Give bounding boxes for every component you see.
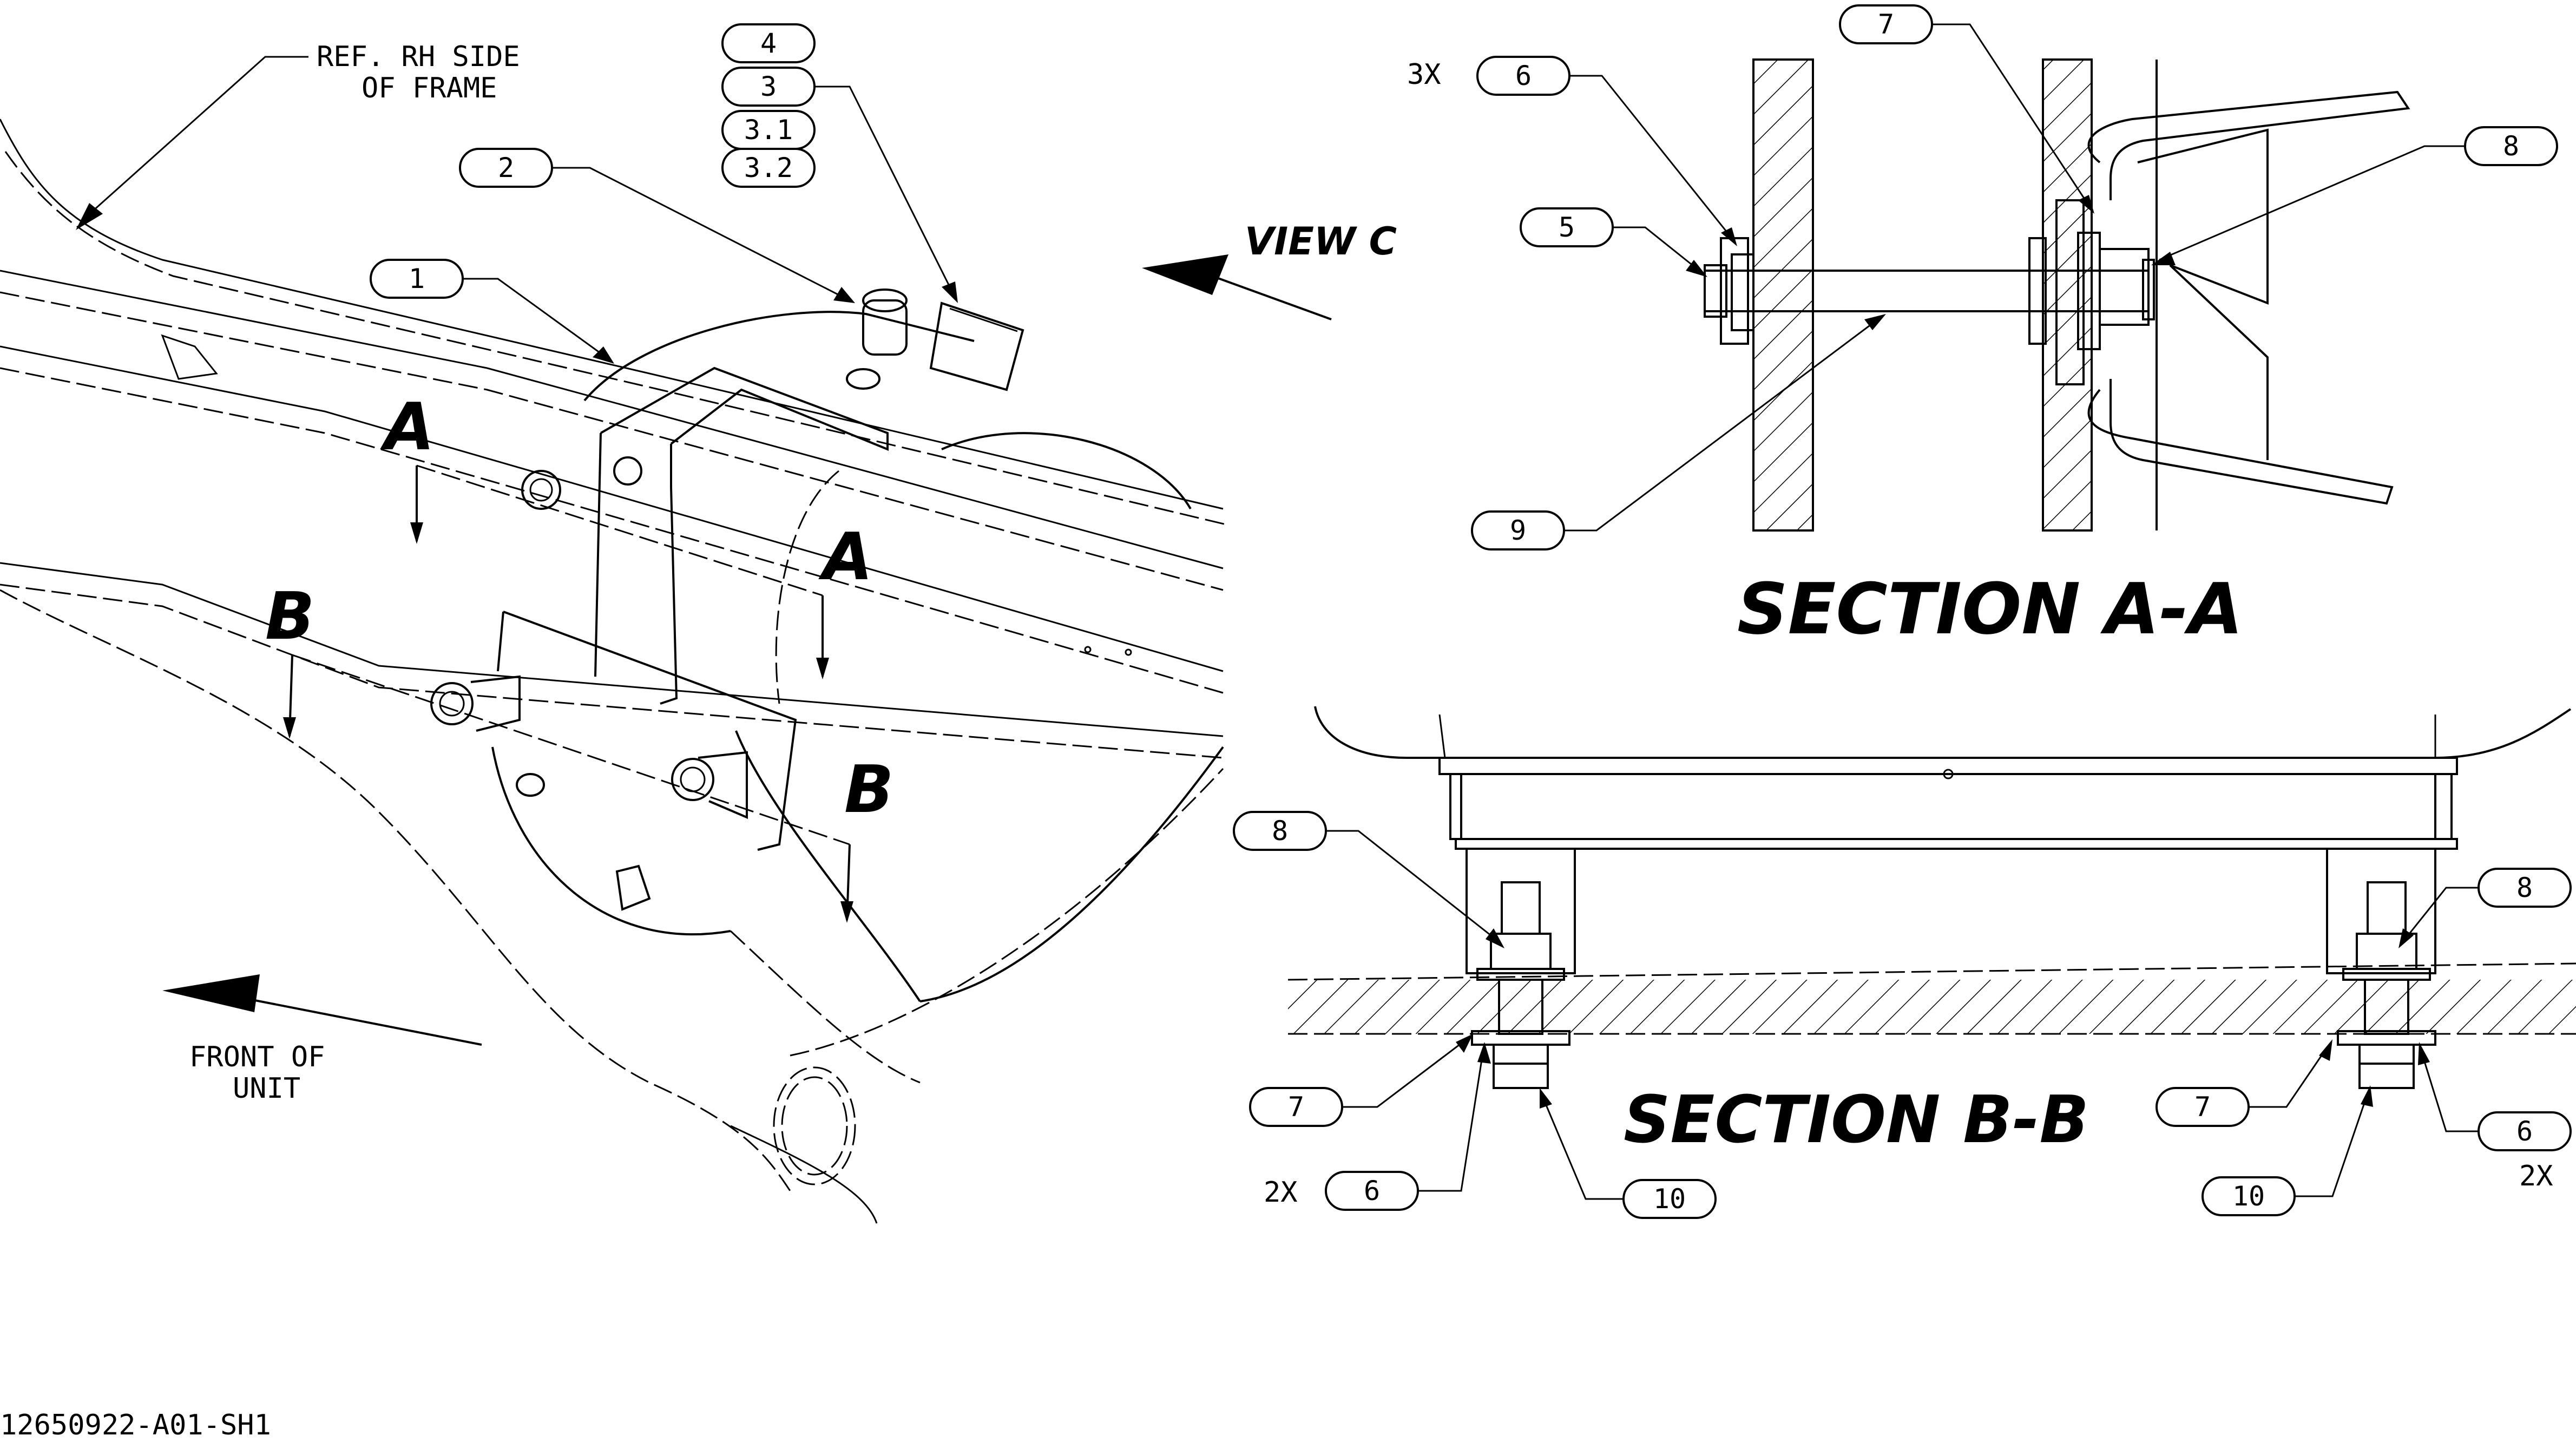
- front-label-line2: UNIT: [233, 1072, 300, 1105]
- svg-text:9: 9: [1510, 515, 1526, 546]
- ref-frame-label-line2: OF FRAME: [362, 72, 497, 104]
- svg-text:3: 3: [760, 71, 777, 102]
- balloon-1: 1: [370, 259, 614, 364]
- drawing-number: 12650922-A01-SH1: [0, 1409, 271, 1441]
- section-aa-title: SECTION A-A: [1737, 568, 2243, 650]
- balloon-8-bb-left: 8: [1233, 811, 1504, 948]
- ref-frame-arrowhead: [76, 203, 103, 230]
- isometric-view: A A B B REF. RH SIDE OF FRAME VIEW C FRO…: [0, 23, 1397, 1224]
- balloon-8-aa: 8: [2151, 126, 2558, 265]
- view-c-arrowhead: [1142, 254, 1228, 295]
- balloon-5-aa: 5: [1520, 207, 1707, 277]
- svg-text:5: 5: [1559, 212, 1575, 243]
- section-aa-view: SECTION A-A 3X 6 5 7 8 9: [1407, 4, 2558, 650]
- svg-text:6: 6: [1515, 60, 1532, 91]
- balloon-7-bb-right: 7: [2156, 1039, 2332, 1127]
- balloon-3-2: 3.2: [721, 148, 816, 188]
- svg-text:7: 7: [2194, 1091, 2211, 1123]
- svg-text:6: 6: [1364, 1175, 1380, 1207]
- balloon-2: 2: [459, 148, 855, 303]
- svg-text:1: 1: [409, 263, 425, 294]
- svg-text:3.2: 3.2: [744, 152, 793, 183]
- svg-text:10: 10: [1653, 1183, 1686, 1215]
- balloon-7-bb-left: 7: [1249, 1034, 1473, 1127]
- svg-text:8: 8: [2503, 130, 2519, 162]
- balloon-10-bb-right: 10: [2202, 1085, 2373, 1216]
- svg-text:8: 8: [2516, 872, 2533, 903]
- balloon-6-aa: 6: [1476, 56, 1737, 246]
- svg-text:2: 2: [498, 152, 514, 183]
- svg-text:7: 7: [1288, 1091, 1304, 1123]
- view-c-label: VIEW C: [1245, 219, 1397, 264]
- balloon-7-aa: 7: [1839, 4, 2094, 214]
- section-a-letter-bottom: A: [818, 520, 873, 595]
- balloon-10-bb-left: 10: [1540, 1088, 1717, 1219]
- svg-text:10: 10: [2232, 1181, 2265, 1212]
- qty-2x-left: 2X: [1264, 1176, 1298, 1209]
- svg-text:8: 8: [1272, 815, 1288, 847]
- qty-3x: 3X: [1407, 58, 1441, 91]
- svg-text:7: 7: [1878, 9, 1894, 40]
- qty-2x-right: 2X: [2519, 1160, 2553, 1192]
- svg-text:4: 4: [760, 28, 777, 59]
- section-bb-title: SECTION B-B: [1624, 1083, 2089, 1158]
- section-b-letter-top: B: [265, 579, 314, 654]
- balloon-6-bb-left: 6: [1325, 1042, 1491, 1211]
- front-arrowhead: [162, 974, 260, 1012]
- front-label-line1: FRONT OF: [189, 1041, 325, 1073]
- balloon-8-bb-right: 8: [2398, 868, 2572, 948]
- ref-frame-label-line1: REF. RH SIDE: [317, 41, 520, 73]
- balloon-3: 3: [721, 67, 958, 303]
- svg-text:6: 6: [2516, 1116, 2533, 1147]
- balloon-4: 4: [721, 23, 816, 63]
- section-a-letter-top: A: [380, 390, 435, 465]
- section-bb-view: SECTION B-B 8 8 7 7 2X 6: [1233, 706, 2576, 1219]
- balloon-3-1: 3.1: [721, 110, 816, 150]
- section-b-letter-bottom: B: [844, 752, 893, 828]
- balloon-6-bb-right: 6: [2418, 1042, 2572, 1151]
- balloon-9-aa: 9: [1471, 314, 1886, 550]
- svg-text:3.1: 3.1: [744, 114, 793, 146]
